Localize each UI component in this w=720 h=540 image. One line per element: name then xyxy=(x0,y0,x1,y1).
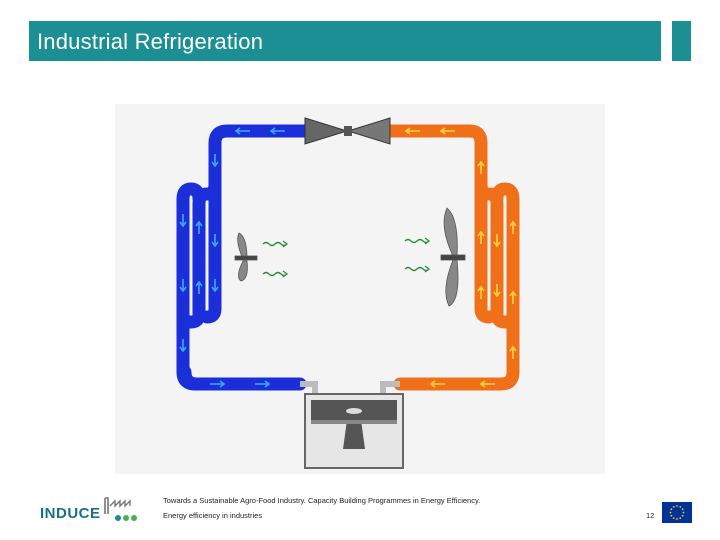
expansion-valve-icon xyxy=(304,117,391,145)
page-title: Industrial Refrigeration xyxy=(37,29,264,54)
footer-tagline: Towards a Sustainable Agro-Food Industry… xyxy=(163,496,481,505)
refrigeration-cycle-diagram xyxy=(115,104,605,474)
eu-star xyxy=(676,518,678,520)
induce-logo: INDUCE xyxy=(38,496,148,524)
eu-star xyxy=(672,517,675,520)
eu-flag-icon xyxy=(662,502,692,523)
eu-star xyxy=(682,511,685,514)
eu-star xyxy=(669,511,672,514)
condenser-heat-waves xyxy=(404,237,431,273)
eu-star xyxy=(679,505,682,508)
cold-pipe-lower xyxy=(178,365,304,391)
cold-flow-arrows xyxy=(179,127,285,388)
footer-subtitle: Energy efficiency in industries xyxy=(163,511,263,520)
condenser-fan-icon xyxy=(440,207,466,307)
evaporator-heat-waves xyxy=(262,240,289,278)
eu-star xyxy=(676,505,678,507)
eu-star xyxy=(672,505,675,508)
eu-star xyxy=(681,514,684,517)
eu-star xyxy=(681,508,684,511)
hot-pipe xyxy=(383,124,520,391)
compressor-icon xyxy=(300,381,404,469)
page-number: 12 xyxy=(646,511,655,520)
eu-star xyxy=(670,514,673,517)
hot-flow-arrows xyxy=(404,127,517,388)
factory-logo-icon xyxy=(104,497,137,521)
eu-star xyxy=(670,508,673,511)
logo-text: INDUCE xyxy=(40,505,101,522)
title-accent-block xyxy=(672,21,691,61)
evaporator-fan-icon xyxy=(234,232,258,282)
eu-star xyxy=(679,517,682,520)
title-bar: Industrial Refrigeration xyxy=(29,21,661,61)
